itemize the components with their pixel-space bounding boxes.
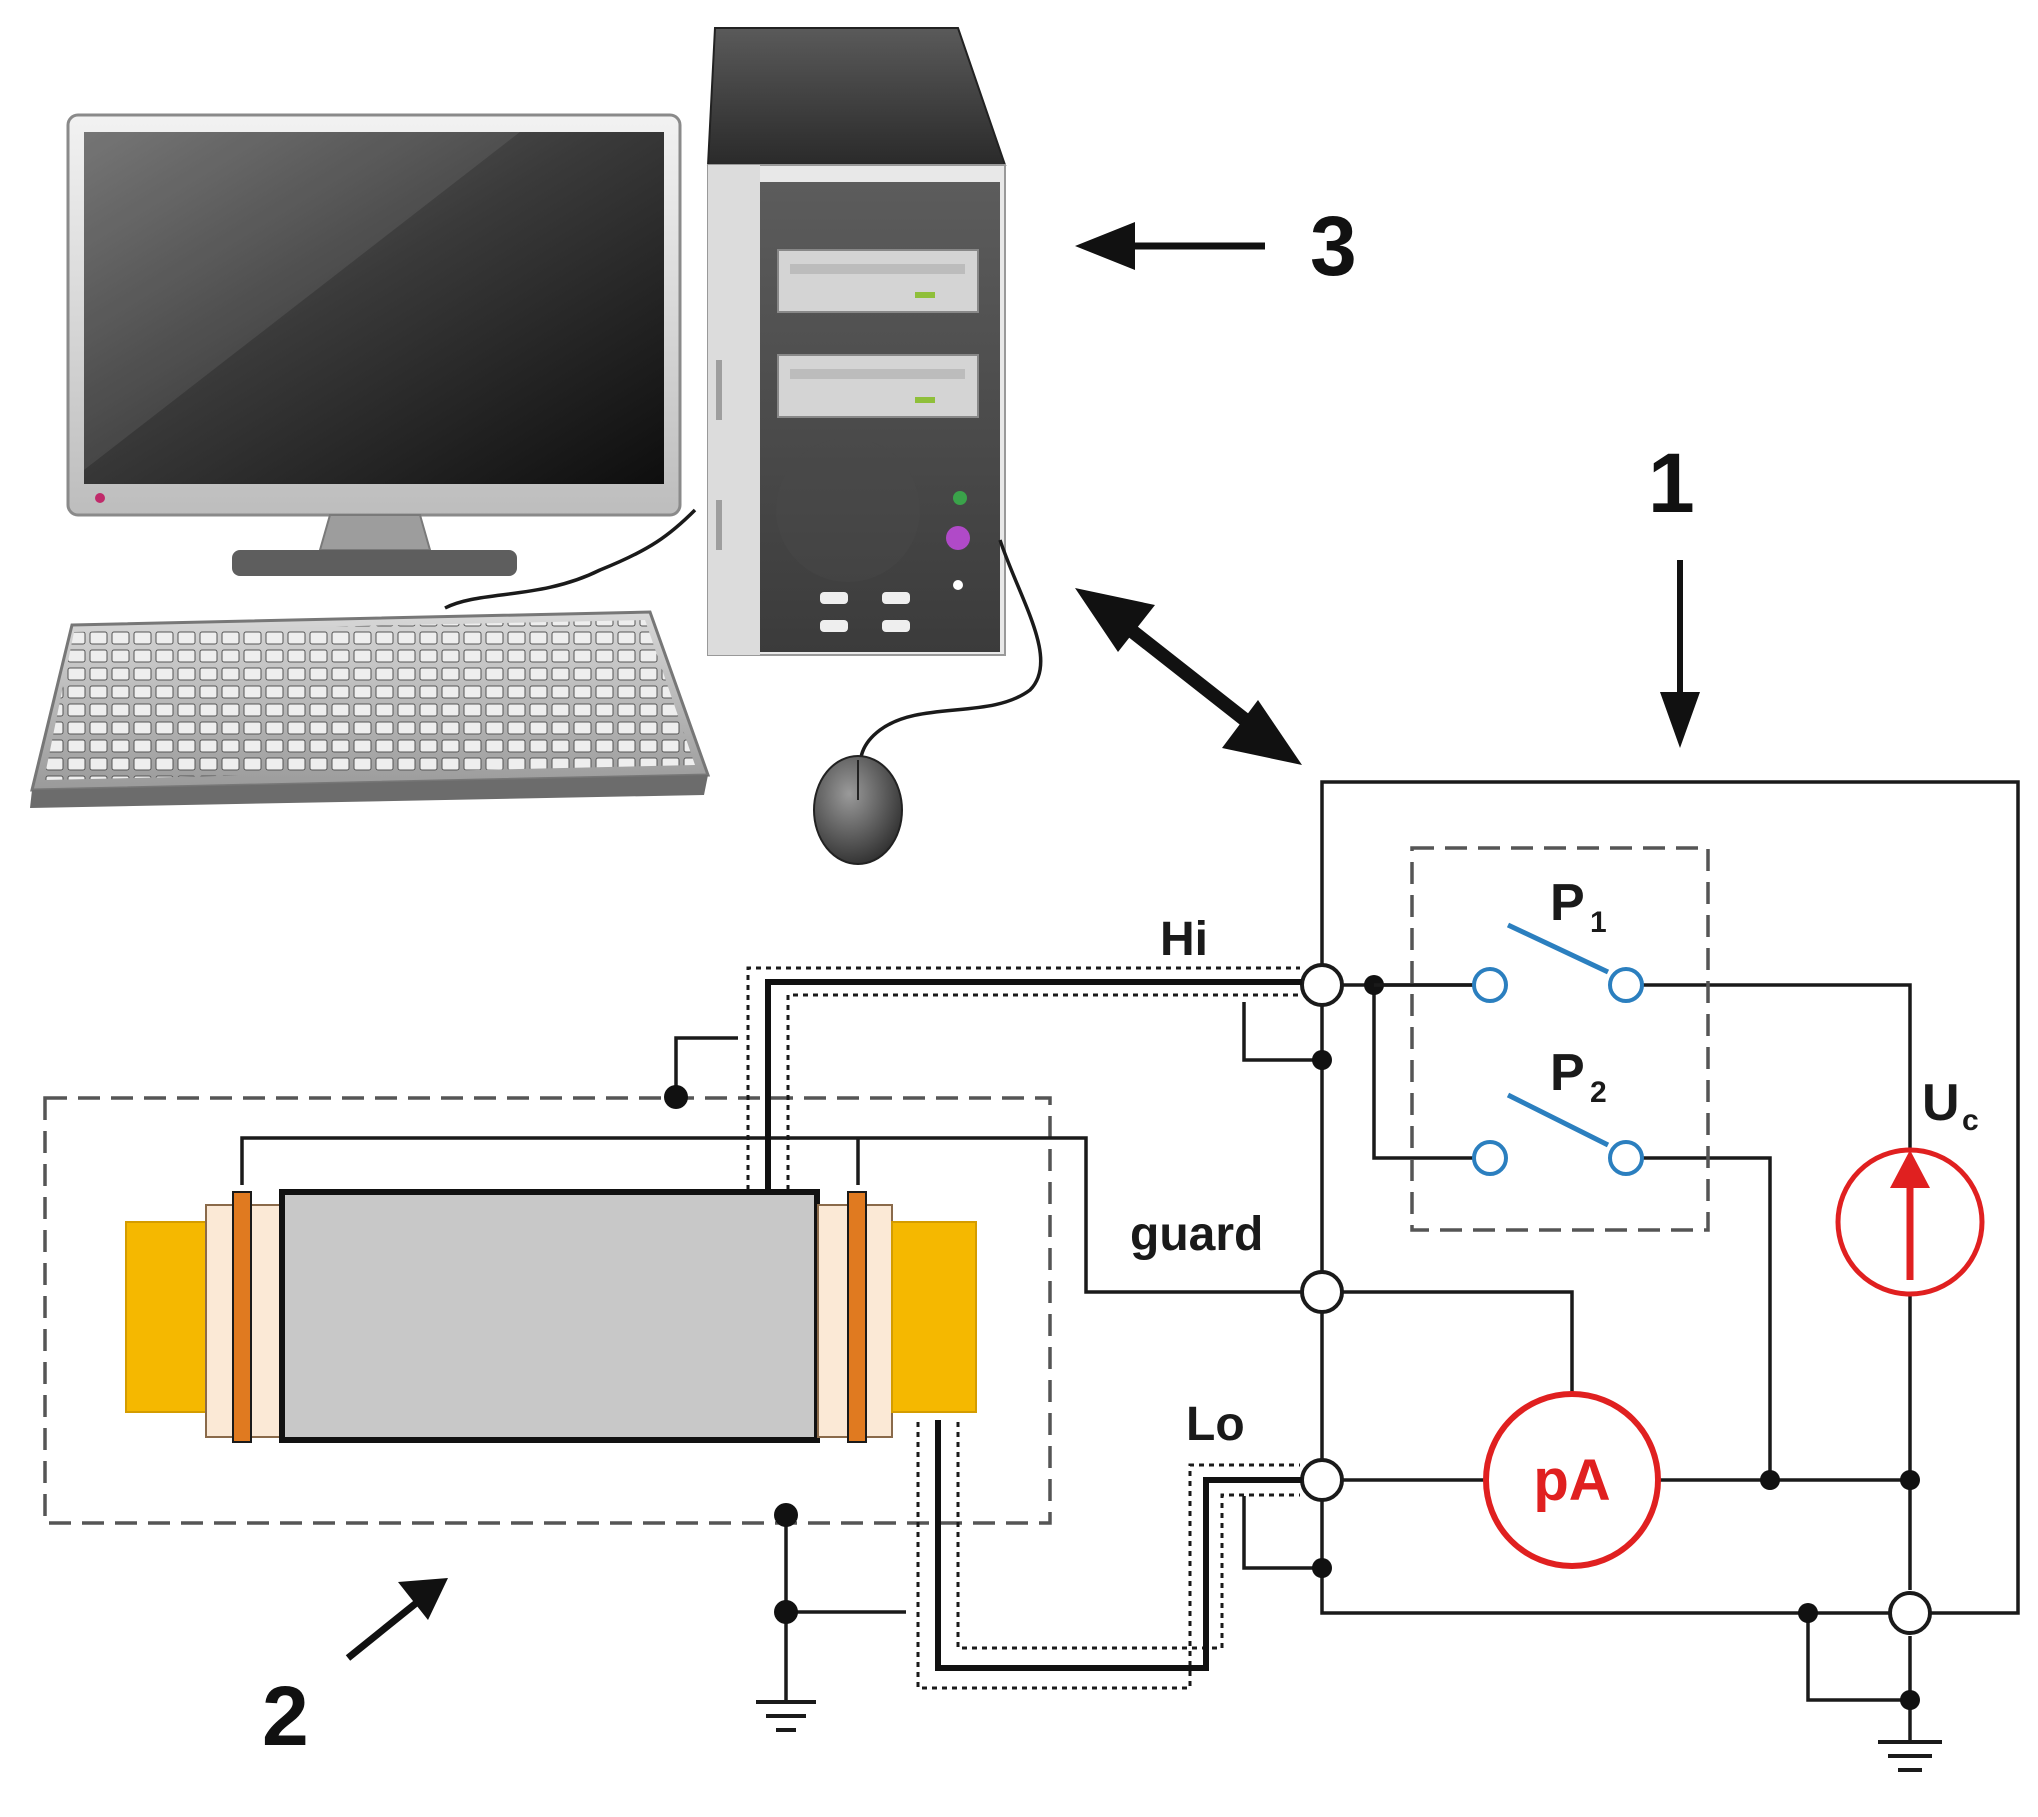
picoammeter: pA [1483, 1391, 1661, 1569]
callout-2-number: 2 [262, 1669, 309, 1763]
hi-label: Hi [1160, 913, 1208, 966]
svg-text:U: U [1922, 1074, 1960, 1132]
p2-label: P 2 [1550, 1044, 1607, 1109]
hi-terminal [1300, 963, 1344, 1007]
keyboard [30, 610, 711, 808]
ground-symbol-left [756, 1700, 816, 1732]
svg-text:P: P [1550, 1044, 1585, 1102]
instrument-circuit: pA Hi guard Lo P 1 P 2 U c [1130, 780, 2020, 1772]
callout-1: 1 [1648, 436, 1700, 748]
mouse-cable [858, 539, 1043, 771]
svg-text:P: P [1550, 874, 1585, 932]
guard-terminal [1300, 1270, 1344, 1314]
callout-2-arrow [345, 1597, 423, 1661]
svg-text:1: 1 [1590, 906, 1607, 939]
switch-p1 [1374, 922, 1644, 1003]
callout-3-arrowhead [1075, 222, 1135, 270]
computer [30, 27, 1043, 865]
guard-label: guard [1130, 1208, 1263, 1261]
callout-1-arrowhead [1660, 692, 1700, 748]
mouse [813, 755, 903, 865]
lo-terminal [1300, 1458, 1344, 1502]
lo-label: Lo [1186, 1398, 1245, 1451]
p1-label: P 1 [1550, 874, 1607, 939]
right-contact [847, 1191, 867, 1443]
right-electrode [891, 1221, 977, 1413]
switch-box [1410, 846, 1710, 1232]
callout-1-number: 1 [1648, 436, 1695, 530]
sample-cell [43, 966, 1302, 1732]
switch-p2 [1472, 1092, 1644, 1176]
ammeter-label: pA [1533, 1448, 1610, 1513]
data-link-arrow [1075, 588, 1302, 765]
ground-symbol-right [1878, 1740, 1942, 1772]
monitor [66, 113, 682, 576]
keyboard-cable [444, 508, 697, 610]
tower-case [706, 27, 1007, 656]
lo-coax [916, 1420, 1302, 1690]
hi-coax [746, 966, 1302, 1190]
callout-2: 2 [262, 1578, 448, 1763]
uc-label: U c [1922, 1074, 1979, 1137]
sample-body [279, 1189, 820, 1443]
callout-3: 3 [1075, 199, 1357, 293]
svg-text:c: c [1962, 1104, 1979, 1137]
svg-text:2: 2 [1590, 1076, 1607, 1109]
guard-enclosure [43, 1096, 1052, 1525]
voltage-source-uc [1835, 1147, 1985, 1297]
callout-2-arrowhead [398, 1578, 448, 1620]
ground-terminal [1888, 1591, 1932, 1635]
callout-3-number: 3 [1310, 199, 1357, 293]
left-contact [232, 1191, 252, 1443]
left-electrode [125, 1221, 211, 1413]
